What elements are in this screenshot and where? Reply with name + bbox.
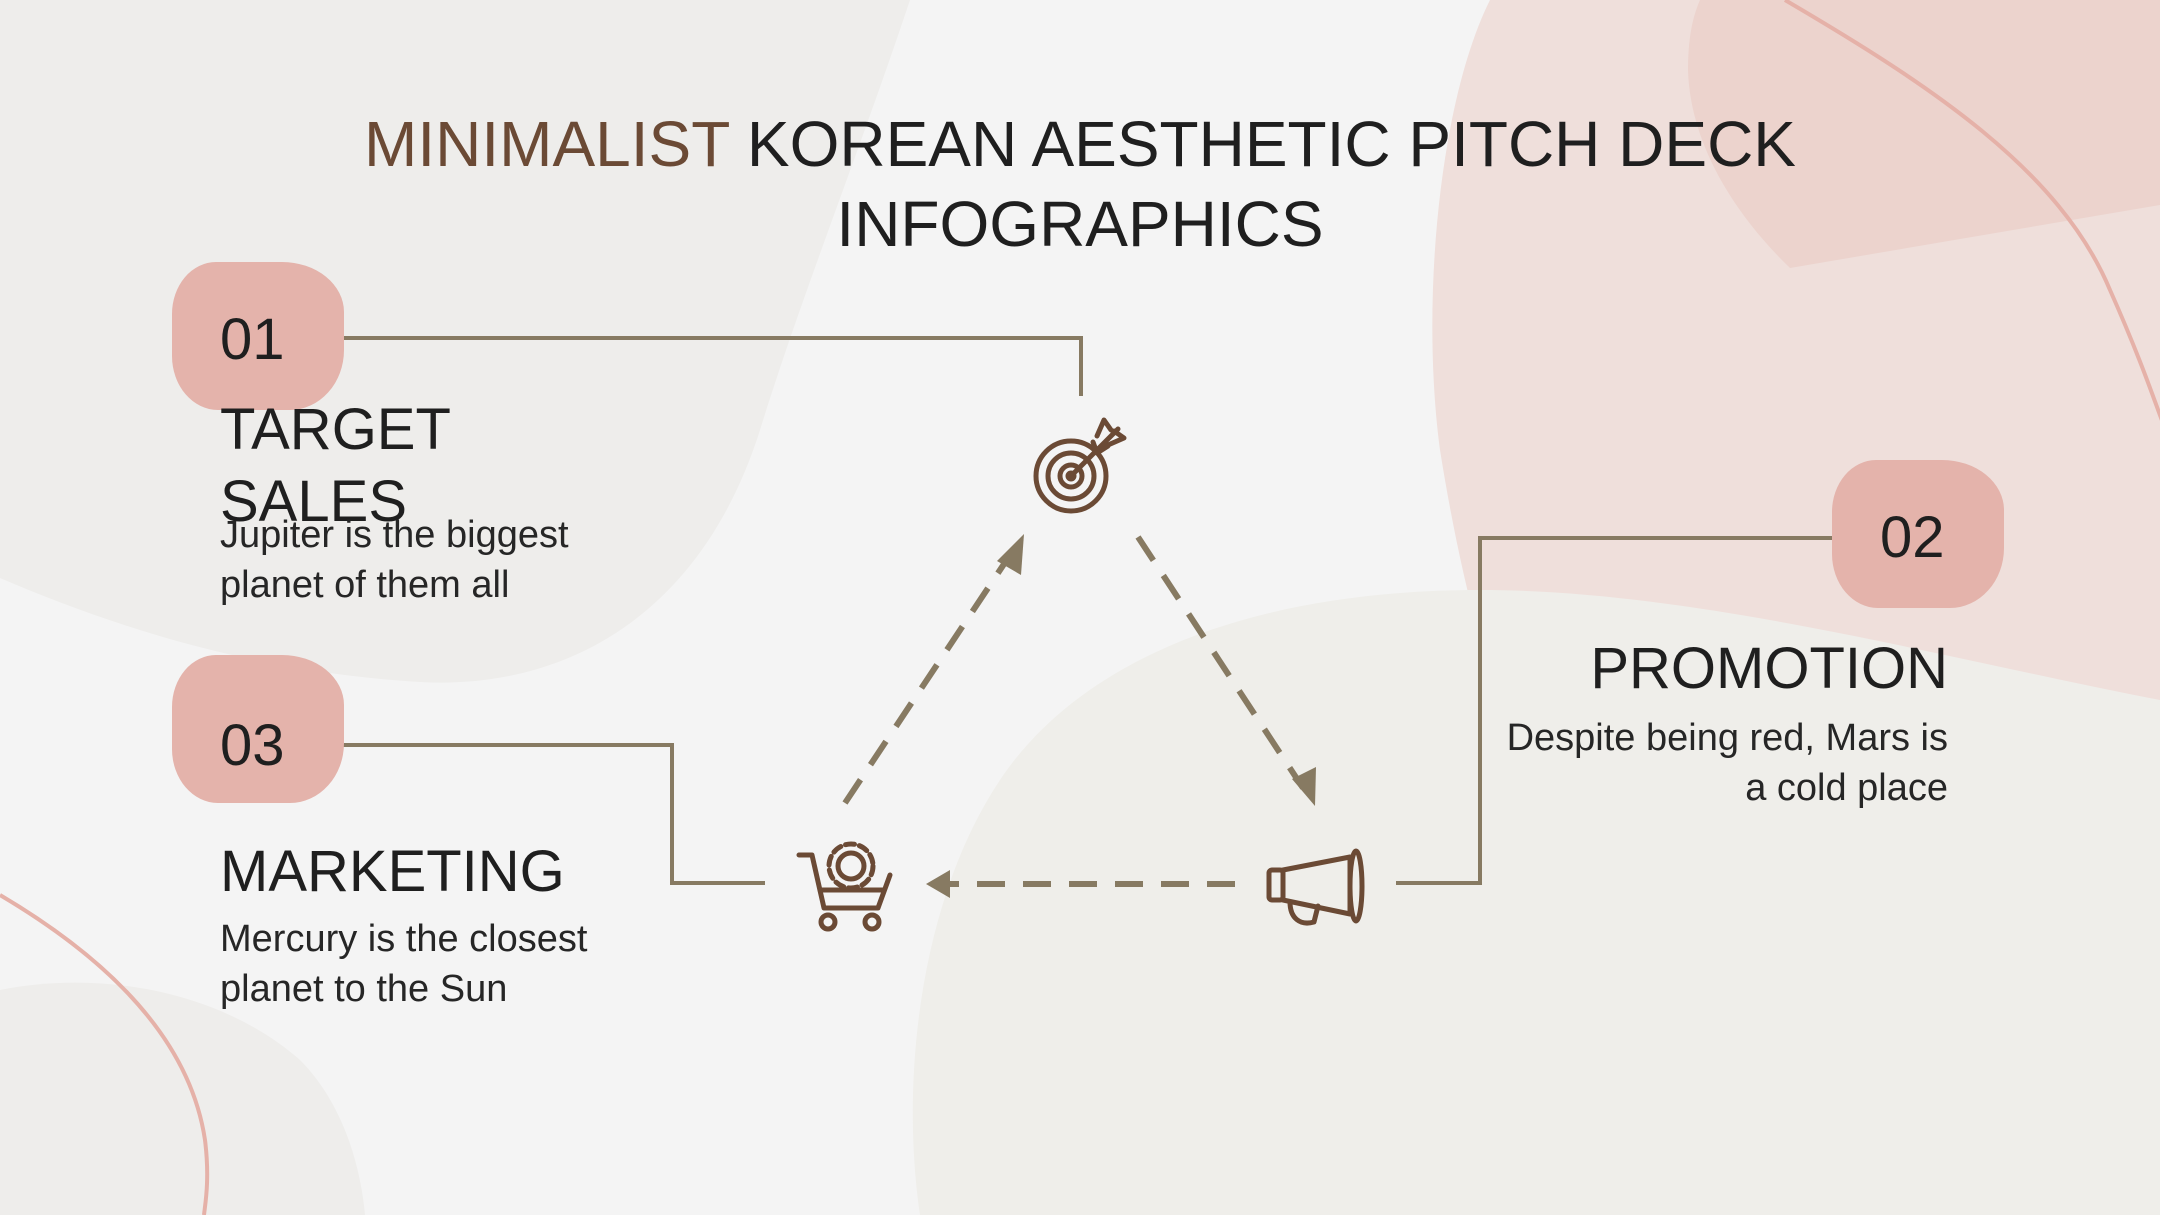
- arrowhead-left: [926, 870, 950, 898]
- step-1-number: 01: [220, 307, 285, 372]
- target-arrow-icon: [1033, 417, 1127, 514]
- bg-blob-bottom-center: [912, 590, 2160, 1215]
- step-1-title: TARGET SALES: [220, 397, 450, 534]
- bg-blob-right-top: [1688, 0, 2160, 268]
- bg-curve-bottom-left: [0, 893, 210, 1215]
- bg-blob-bottom-left: [0, 982, 365, 1215]
- dashed-arrow-target-to-megaphone: [1135, 535, 1306, 790]
- connector-step-2: [1396, 536, 1838, 885]
- step-1-badge: [172, 262, 344, 410]
- step-3-description: Mercury is the closest planet to the Sun: [220, 918, 588, 1010]
- step-3-number: 03: [220, 713, 285, 778]
- step-2-title: PROMOTION: [1590, 636, 1948, 701]
- step-3-title: MARKETING: [220, 839, 565, 904]
- step-3-badge: [172, 655, 344, 803]
- connector-step-1: [330, 336, 1083, 396]
- title-accent: MINIMALIST: [364, 108, 730, 180]
- step-2-description: Despite being red, Mars is a cold place: [1506, 717, 1948, 809]
- title-main: KOREAN AESTHETIC PITCH DECK: [746, 108, 1796, 180]
- arrowhead-up: [997, 534, 1024, 575]
- arrowhead-down: [1292, 767, 1316, 806]
- connector-step-3: [330, 743, 765, 885]
- step-1-description: Jupiter is the biggest planet of them al…: [220, 514, 569, 606]
- dashed-arrow-cart-to-target: [842, 550, 1015, 805]
- cart-gear-icon: [796, 841, 893, 932]
- step-2-number: 02: [1880, 505, 1945, 570]
- slide-title: MINIMALIST KOREAN AESTHETIC PITCH DECK I…: [0, 104, 2160, 264]
- megaphone-icon: [1266, 848, 1365, 926]
- bg-curve-top-right: [1783, 0, 2160, 422]
- title-line2: INFOGRAPHICS: [836, 188, 1324, 260]
- bg-blob-top-left: [0, 0, 910, 683]
- step-2-badge: [1832, 460, 2004, 608]
